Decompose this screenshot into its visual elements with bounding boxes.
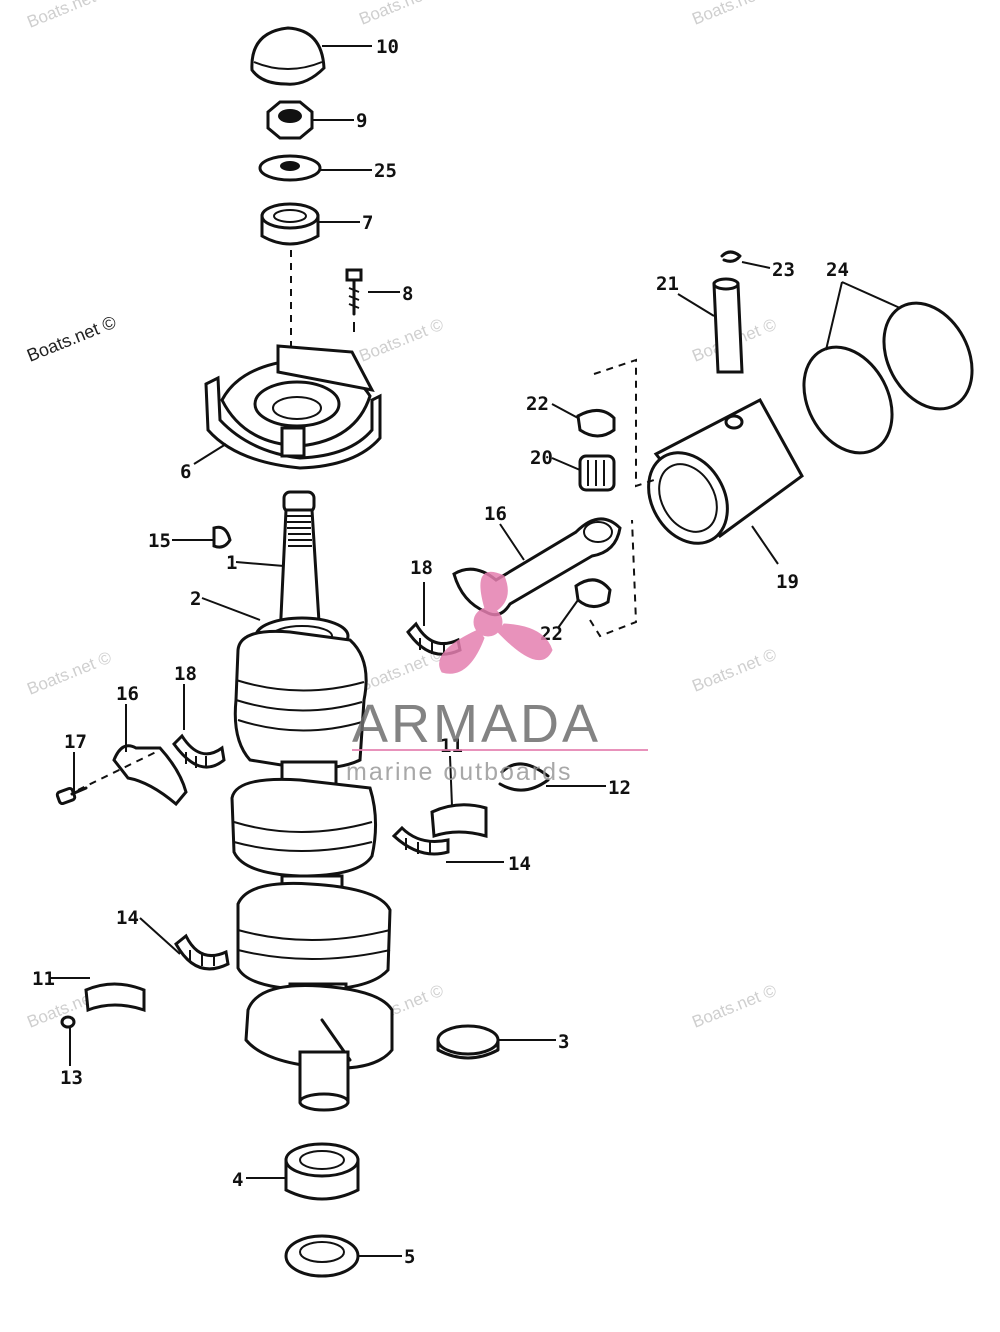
- propeller-icon: [439, 571, 553, 674]
- part-8-screw: [345, 268, 363, 332]
- part-23-piston-pin-clip: [720, 250, 742, 263]
- part-12-retaining-ring: [498, 762, 550, 792]
- callout-12: 12: [608, 777, 631, 799]
- callout-22-upper: 22: [526, 393, 549, 415]
- callout-25: 25: [374, 160, 397, 182]
- armada-logo: ARMADA marine outboards: [346, 571, 648, 786]
- part-9-nut: [266, 100, 314, 140]
- part-16-rod-cap-lower: [77, 744, 188, 807]
- callout-14-lower: 14: [116, 907, 139, 929]
- callout-7: 7: [362, 212, 373, 234]
- assembly-guide-upper: [593, 358, 655, 488]
- watermark: Boats.net ©: [356, 315, 446, 366]
- callout-9: 9: [356, 110, 367, 132]
- watermark: Boats.net ©: [689, 0, 779, 29]
- callout-5: 5: [404, 1246, 415, 1268]
- callout-11-lower: 11: [32, 968, 55, 990]
- assembly-guide-lower: [589, 519, 638, 638]
- callout-10: 10: [376, 36, 399, 58]
- part-21-piston-pin: [712, 277, 744, 374]
- callout-labels: 10 9 25 7 8 23 21 24 22 20 16 19 22 18 6…: [32, 36, 849, 1268]
- part-6-housing: [204, 344, 382, 470]
- callout-4: 4: [232, 1169, 243, 1191]
- part-1-crankshaft: [230, 490, 394, 1112]
- callout-18-upper: 18: [410, 557, 433, 579]
- part-19-piston: [647, 397, 804, 545]
- part-14-bearing-upper: [391, 825, 450, 856]
- callout-16-rod: 16: [484, 503, 507, 525]
- part-18-needle-bearing-lower: [172, 733, 226, 769]
- part-4-roller-bearing: [284, 1142, 360, 1201]
- callout-14-upper: 14: [508, 853, 531, 875]
- callout-24: 24: [826, 259, 849, 281]
- brand-name: ARMADA: [352, 694, 601, 754]
- part-24-piston-rings: [802, 301, 974, 455]
- callout-1: 1: [226, 552, 237, 574]
- part-3-ring: [436, 1024, 500, 1060]
- callout-19: 19: [776, 571, 799, 593]
- callout-leaders: [50, 45, 901, 1257]
- part-15-woodruff-key: [212, 525, 232, 549]
- callout-3: 3: [558, 1031, 569, 1053]
- part-13-dowel-pin: [60, 1015, 76, 1029]
- part-25-washer: [258, 154, 322, 182]
- part-14-bearing-lower: [174, 933, 230, 971]
- watermark: Boats.net ©: [689, 645, 779, 696]
- watermark: Boats.net ©: [356, 0, 446, 29]
- callout-2: 2: [190, 588, 201, 610]
- callout-20: 20: [530, 447, 553, 469]
- callout-15: 15: [148, 530, 171, 552]
- callout-23: 23: [772, 259, 795, 281]
- part-5-seal: [284, 1234, 360, 1278]
- part-11-bearing-race-lower: [84, 982, 146, 1013]
- part-20-needle-bearing: [578, 454, 616, 492]
- part-22-bearing-upper: [576, 409, 616, 438]
- callout-16-cap: 16: [116, 683, 139, 705]
- part-17-cap-screw: [55, 786, 88, 806]
- part-10-cap: [250, 26, 326, 86]
- part-7-seal: [260, 202, 320, 246]
- callout-13: 13: [60, 1067, 83, 1089]
- watermark: Boats.net ©: [24, 0, 114, 32]
- callout-11-upper: 11: [440, 735, 463, 757]
- callout-6: 6: [180, 461, 191, 483]
- part-11-bearing-race-upper: [430, 803, 488, 839]
- watermark: Boats.net ©: [24, 312, 119, 366]
- part-22-bearing-lower: [574, 578, 612, 608]
- callout-17: 17: [64, 731, 87, 753]
- brand-tagline: marine outboards: [346, 758, 573, 786]
- callout-21: 21: [656, 273, 679, 295]
- callout-8: 8: [402, 283, 413, 305]
- watermark: Boats.net ©: [24, 648, 114, 699]
- watermark: Boats.net ©: [689, 981, 779, 1032]
- callout-18-lower: 18: [174, 663, 197, 685]
